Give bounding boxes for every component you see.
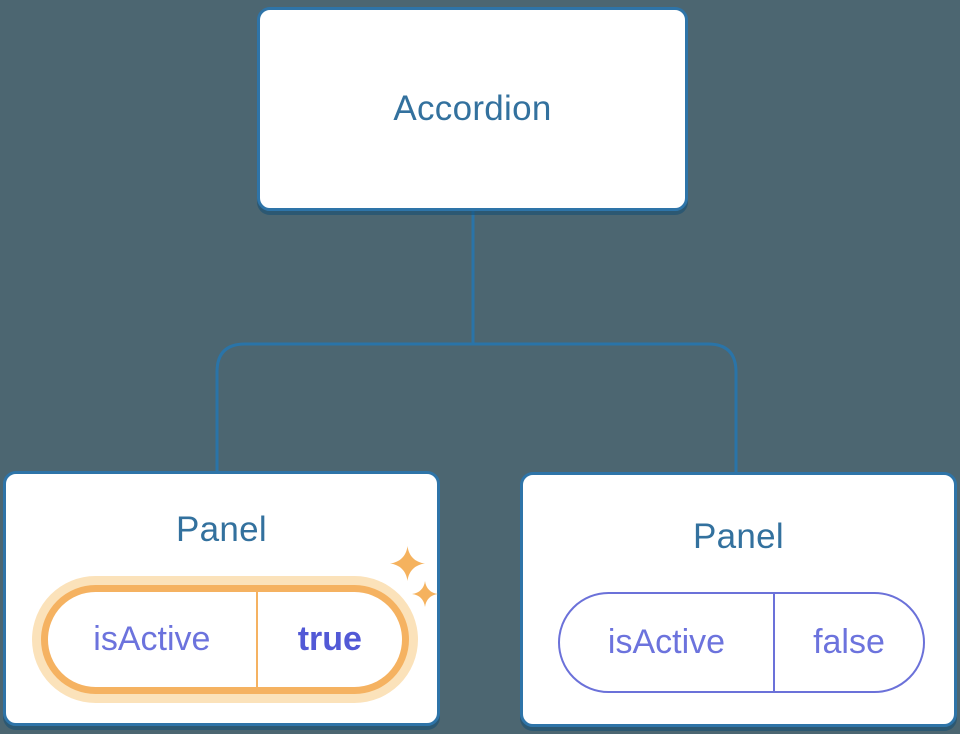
panel-node-inactive: Panel isActive false (520, 472, 957, 727)
state-pill-active: isActive true (41, 585, 409, 694)
sparkle-icon (390, 546, 425, 581)
sparkle-icon (412, 581, 438, 607)
state-value-label: false (813, 623, 885, 661)
panel-node-active: Panel isActive true (3, 471, 440, 726)
accordion-node: Accordion (257, 7, 688, 211)
state-value-label: true (297, 620, 362, 658)
state-pill-inactive: isActive false (558, 592, 925, 693)
panel-label: Panel (175, 510, 268, 549)
state-name-label: isActive (48, 592, 258, 687)
panel-label: Panel (692, 517, 785, 556)
accordion-label: Accordion (393, 89, 552, 128)
connector-branches (215, 342, 738, 477)
state-name-label: isActive (560, 594, 775, 691)
